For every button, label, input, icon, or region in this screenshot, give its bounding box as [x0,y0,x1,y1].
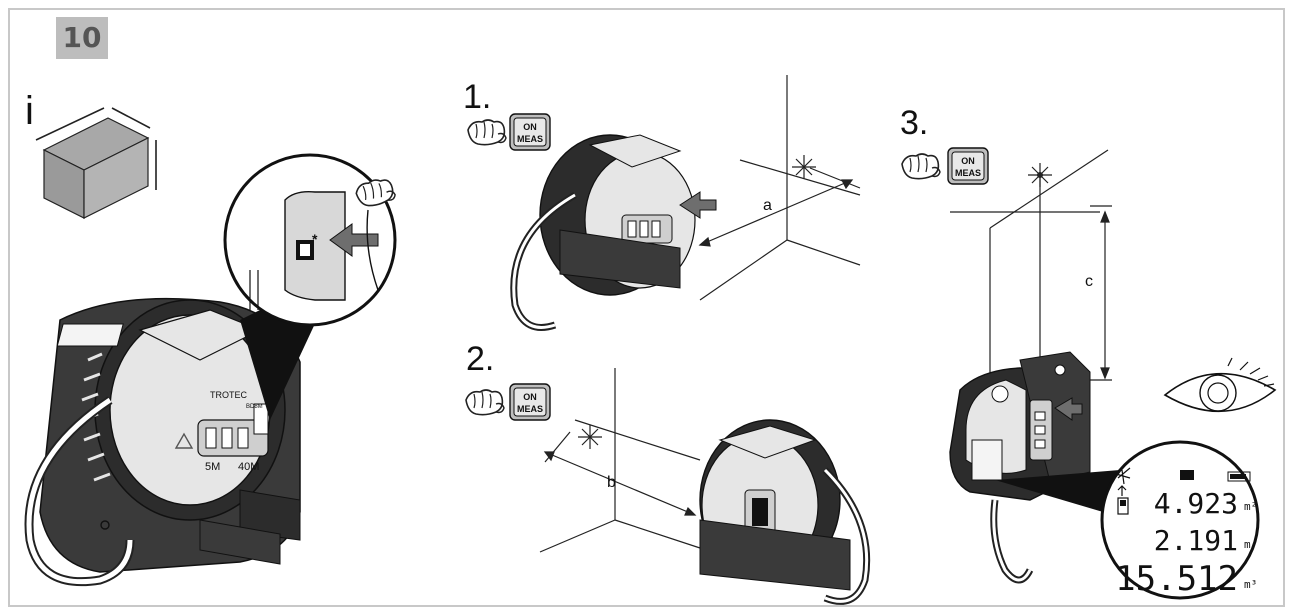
info-label: i [25,89,34,133]
display-line-2-unit: m [1244,538,1251,551]
step-3-dimension-c [1070,205,1112,381]
measuring-device-left: TROTEC BD8M 5M 40M [24,297,301,587]
step-2-hand-icon [465,389,505,416]
step-1-on-meas-button: ON MEAS [509,113,551,151]
step-3-hand-icon [901,153,941,180]
step-3-laser-point-icon [1027,162,1053,188]
dimension-b-label: b [607,474,616,491]
step-3-number: 3. [900,104,928,142]
step-2-laser-point-icon [577,424,603,450]
display-line-3-unit: m³ [1244,578,1257,591]
svg-text:*: * [312,231,318,247]
measuring-device-step-2 [699,419,871,605]
device-brand: TROTEC [210,390,247,400]
svg-text:ON: ON [523,122,537,132]
device-laser-label: 40M [238,461,259,473]
svg-text:MEAS: MEAS [517,134,543,144]
figure-number-badge: 10 [56,17,108,59]
measuring-device-step-3 [949,351,1091,584]
display-line-1: 4.923 [1154,487,1238,520]
measuring-device-step-1 [510,134,717,331]
display-line-1-unit: m² [1244,500,1257,513]
svg-text:MEAS: MEAS [517,404,543,414]
step-3-on-meas-button: ON MEAS [947,147,989,185]
svg-text:MEAS: MEAS [955,168,981,178]
display-zoom-callout: 4.923 m² 2.191 m 15.512 m³ [995,440,1260,600]
step-1-laser-point-icon [791,154,817,180]
dimension-c-label: c [1085,273,1093,290]
display-line-3: 15.512 [1115,559,1238,599]
step-2-number: 2. [466,340,494,378]
step-2-on-meas-button: ON MEAS [509,383,551,421]
step-1-dimension-a [698,167,861,247]
svg-text:ON: ON [961,156,975,166]
step-3-room-corner [950,149,1109,400]
display-line-2: 2.191 [1154,524,1238,557]
step-1-number: 1. [463,78,491,116]
eye-icon [1163,357,1277,413]
step-2-room-corner [539,368,701,553]
device-model: BD8M [246,404,263,410]
step-1-hand-icon [467,119,507,146]
dimension-a-label: a [763,197,772,214]
step-1-room-corner [699,75,861,301]
volume-cube-icon [35,107,157,219]
svg-text:ON: ON [523,392,537,402]
figure-frame [8,8,1285,607]
button-zoom-callout: * [223,153,398,420]
step-2-dimension-b [543,431,697,516]
device-tape-label: 5M [205,461,220,473]
